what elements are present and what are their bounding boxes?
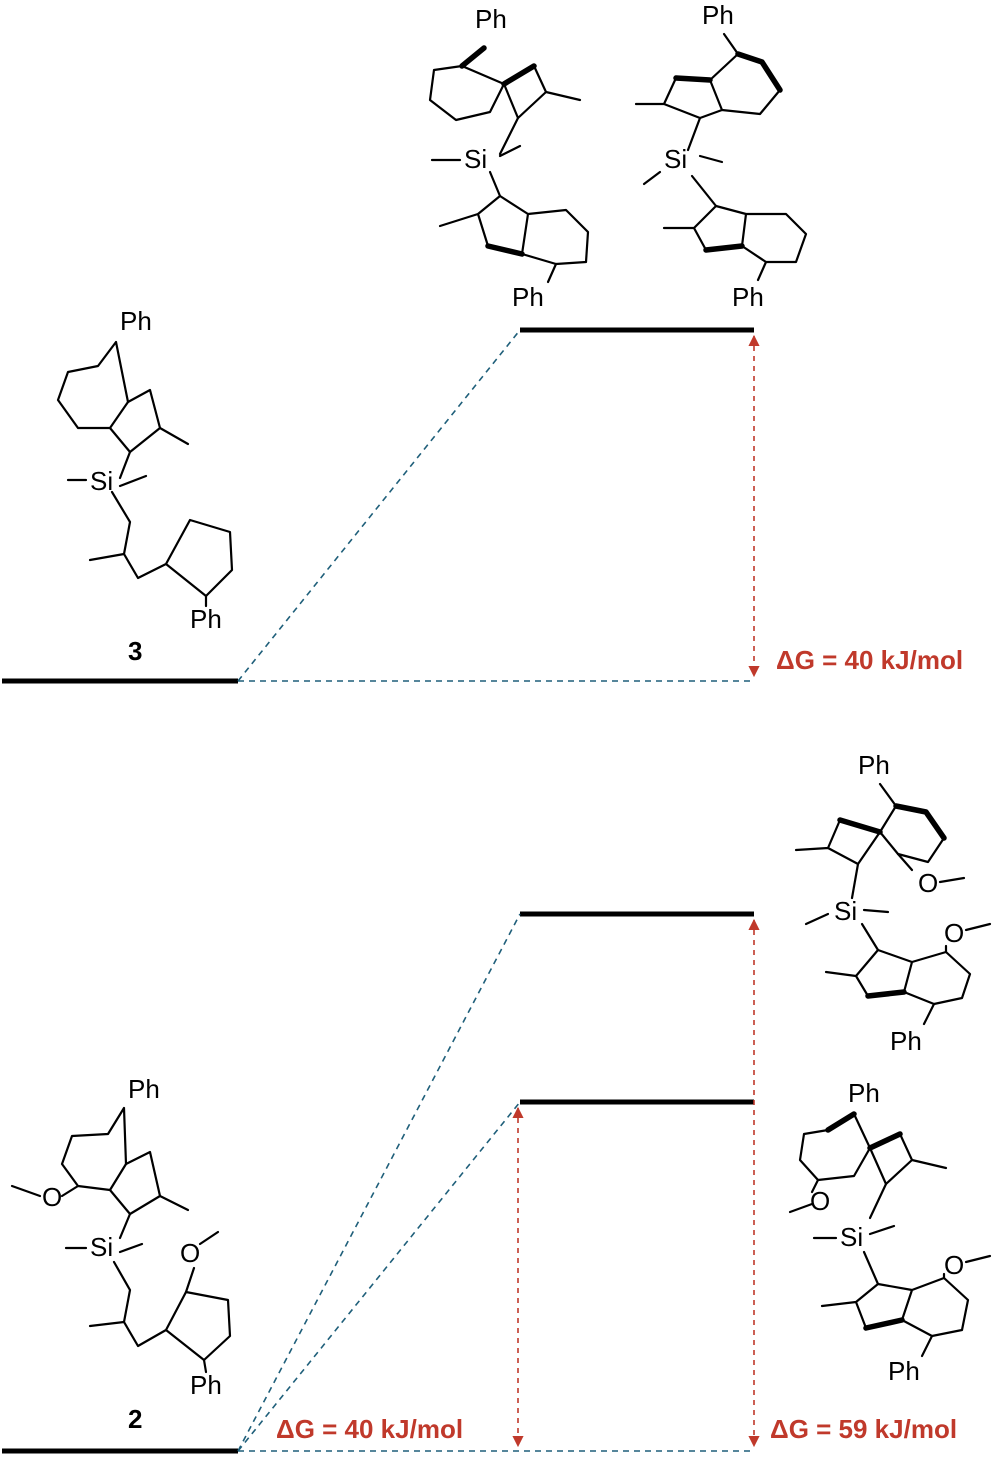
silicon-label: Si [90, 1232, 113, 1262]
phenyl-label: Ph [888, 1356, 920, 1386]
silicon-label: Si [90, 466, 113, 496]
phenyl-label: Ph [128, 1074, 160, 1104]
compound-label-3: 3 [128, 636, 142, 666]
connector-2-diagonal-high [237, 913, 521, 1452]
oxygen-label: O [944, 1250, 964, 1280]
phenyl-label: Ph [848, 1078, 880, 1108]
molecule-3: Ph Si Ph 3 [56, 306, 234, 666]
oxygen-label: O [944, 918, 964, 948]
phenyl-label: Ph [732, 282, 764, 312]
silicon-label: Si [834, 896, 857, 926]
molecule-2: Ph O Si O Ph 2 [10, 1074, 232, 1434]
connector-3-diagonal [237, 329, 521, 682]
molecule-2-ts-high: Ph O Si O Ph [794, 750, 992, 1056]
delta-g-label-2-low: ΔG = 40 kJ/mol [276, 1414, 463, 1444]
phenyl-label: Ph [702, 0, 734, 30]
connector-2-diagonal-low [237, 1101, 521, 1452]
delta-g-label-3: ΔG = 40 kJ/mol [776, 645, 963, 675]
silicon-label: Si [664, 144, 687, 174]
phenyl-label: Ph [890, 1026, 922, 1056]
molecule-3-ts-b: Ph Si Ph [634, 0, 808, 312]
oxygen-label: O [810, 1186, 830, 1216]
oxygen-label: O [180, 1238, 200, 1268]
oxygen-label: O [42, 1182, 62, 1212]
molecule-3-ts-a: Ph Si Ph [428, 4, 590, 312]
silicon-label: Si [464, 144, 487, 174]
compound-label-2: 2 [128, 1404, 142, 1434]
phenyl-label: Ph [190, 1370, 222, 1400]
phenyl-label: Ph [512, 282, 544, 312]
phenyl-label: Ph [858, 750, 890, 780]
delta-g-label-2-high: ΔG = 59 kJ/mol [770, 1414, 957, 1444]
phenyl-label: Ph [190, 604, 222, 634]
phenyl-label: Ph [475, 4, 507, 34]
phenyl-label: Ph [120, 306, 152, 336]
oxygen-label: O [918, 868, 938, 898]
molecule-2-ts-low: Ph O Si O Ph [788, 1078, 992, 1386]
silicon-label: Si [840, 1222, 863, 1252]
